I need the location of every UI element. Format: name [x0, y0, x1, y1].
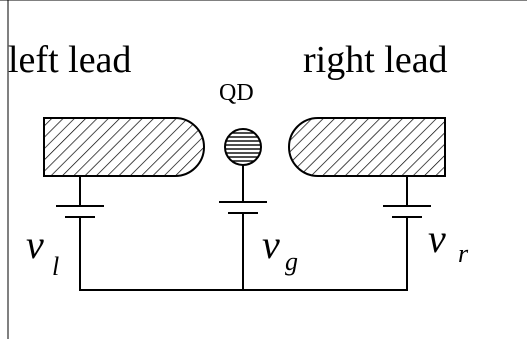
- quantum-dot-label: QD: [219, 80, 254, 106]
- gate-voltage-label: v g: [262, 222, 298, 276]
- left-lead-label: left lead: [8, 39, 131, 81]
- left-voltage-label: v l: [26, 222, 59, 281]
- right-lead-electrode: [288, 117, 446, 177]
- quantum-dot: [224, 128, 262, 166]
- left-voltage-symbol: v: [26, 222, 44, 267]
- gate-voltage-symbol: v: [262, 222, 280, 267]
- right-voltage-symbol: v: [428, 216, 446, 261]
- right-voltage-label: v r: [428, 216, 469, 268]
- right-voltage-subscript: r: [458, 239, 469, 268]
- left-lead-electrode: [43, 117, 205, 177]
- left-voltage-subscript: l: [52, 252, 59, 281]
- right-lead-label: right lead: [303, 39, 448, 81]
- gate-voltage-subscript: g: [285, 247, 298, 276]
